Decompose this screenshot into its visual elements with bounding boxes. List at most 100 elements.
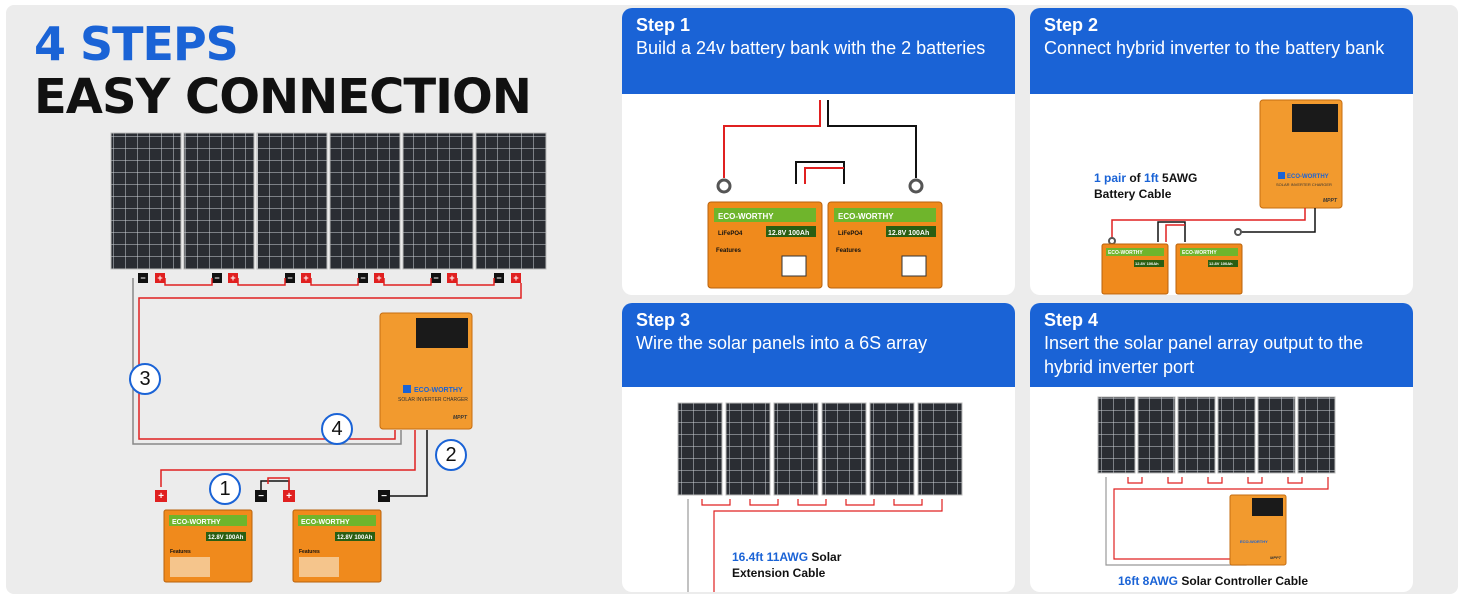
step-4-header: Step 4 Insert the solar panel array outp… [1030,303,1413,387]
svg-text:ECO-WORTHY: ECO-WORTHY [1287,174,1329,180]
solar-panel [110,132,182,270]
svg-text:MPPT: MPPT [1270,555,1282,560]
svg-text:+: + [449,273,454,283]
step-1-description: Build a 24v battery bank with the 2 batt… [636,38,986,58]
svg-text:12.8V 100Ah: 12.8V 100Ah [208,535,244,541]
svg-text:Features: Features [299,549,320,555]
step-3-header: Step 3 Wire the solar panels into a 6S a… [622,303,1015,387]
battery-terminals: + − + − [155,490,390,502]
svg-text:−: − [360,273,365,283]
solar-panel [1297,396,1336,474]
step-4-description: Insert the solar panel array output to t… [1044,333,1364,377]
svg-text:+: + [230,273,235,283]
svg-text:ECO-WORTHY: ECO-WORTHY [1240,539,1268,544]
series-jumpers [164,278,495,286]
step-2-card: Step 2 Connect hybrid inverter to the ba… [1030,8,1413,295]
step-2-cable-callout: 1 pair of 1ft 5AWG Battery Cable [1094,171,1198,201]
battery: ECO-WORTHY LiFePO4 12.8V 100Ah Features [827,201,943,289]
step-3-description: Wire the solar panels into a 6S array [636,333,928,353]
svg-text:−: − [140,273,145,283]
svg-text:SOLAR INVERTER CHARGER: SOLAR INVERTER CHARGER [1276,182,1332,187]
inverter-brand: ECO-WORTHY [414,387,463,394]
battery: ECO-WORTHY LiFePO4 12.8V 100Ah Features [707,201,823,289]
step-2-description: Connect hybrid inverter to the battery b… [1044,38,1385,58]
step-3-illustration: 16.4ft 11AWG Solar Extension Cable [622,387,1015,592]
svg-text:−: − [214,273,219,283]
hybrid-inverter: ECO-WORTHY SOLAR INVERTER CHARGER MPPT [1259,99,1343,209]
svg-text:ECO-WORTHY: ECO-WORTHY [718,212,774,221]
solar-panel-array [1097,396,1336,474]
svg-text:12.8V 100Ah: 12.8V 100Ah [337,535,373,541]
panel-terminals: − + − + − + − + − + − + [138,273,521,283]
step-1-label: Step 1 [636,15,691,35]
hybrid-inverter: ECO-WORTHY SOLAR INVERTER CHARGER MPPT [379,312,473,430]
svg-text:+: + [513,273,518,283]
step-number-3: 3 [129,363,161,395]
inverter-mppt: MPPT [453,415,468,421]
svg-text:−: − [433,273,438,283]
svg-text:12.8V 100Ah: 12.8V 100Ah [1135,261,1159,266]
svg-text:−: − [258,491,264,502]
step-1-illustration: ECO-WORTHY LiFePO4 12.8V 100Ah Features … [622,94,1015,295]
svg-text:+: + [157,273,162,283]
solar-panel [256,132,328,270]
step-2-header: Step 2 Connect hybrid inverter to the ba… [1030,8,1413,94]
solar-panel-array [677,402,963,496]
step-number-4: 4 [321,413,353,445]
battery-right: ECO-WORTHY 12.8V 100Ah Features [292,509,382,583]
svg-text:−: − [381,491,387,502]
step-2-illustration: ECO-WORTHY SOLAR INVERTER CHARGER MPPT E… [1030,94,1413,295]
svg-text:LiFePO4: LiFePO4 [838,231,863,237]
solar-panel [677,402,723,496]
battery: ECO-WORTHY 12.8V 100Ah [1175,243,1243,295]
svg-text:12.8V 100Ah: 12.8V 100Ah [888,230,929,237]
solar-panel [869,402,915,496]
svg-text:ECO-WORTHY: ECO-WORTHY [301,519,350,526]
step-number-2: 2 [435,439,467,471]
svg-text:−: − [496,273,501,283]
inverter-subtitle: SOLAR INVERTER CHARGER [398,397,468,403]
solar-panel-array [110,132,547,270]
svg-text:Features: Features [170,549,191,555]
svg-text:MPPT: MPPT [1323,198,1338,204]
solar-panel [183,132,255,270]
hybrid-inverter: ECO-WORTHY MPPT [1229,494,1287,566]
solar-panel [917,402,963,496]
solar-panel [402,132,474,270]
solar-panel [475,132,547,270]
step-1-header: Step 1 Build a 24v battery bank with the… [622,8,1015,94]
infographic: − + − + − + − + − + − + E [6,5,1458,594]
svg-text:Features: Features [716,248,742,254]
svg-text:12.8V 100Ah: 12.8V 100Ah [768,230,809,237]
solar-panel [1217,396,1256,474]
solar-panel [1257,396,1296,474]
battery-left: ECO-WORTHY 12.8V 100Ah Features [163,509,253,583]
solar-panel [725,402,771,496]
svg-text:ECO-WORTHY: ECO-WORTHY [1182,250,1217,256]
step-4-illustration: ECO-WORTHY MPPT 16ft 8AWG Solar Controll… [1030,387,1413,592]
step-4-card: Step 4 Insert the solar panel array outp… [1030,303,1413,592]
svg-text:−: − [287,273,292,283]
svg-text:+: + [303,273,308,283]
main-wiring-diagram: − + − + − + − + − + − + E [110,132,547,583]
svg-text:+: + [286,491,292,502]
svg-text:12.8V 100Ah: 12.8V 100Ah [1209,261,1233,266]
battery: ECO-WORTHY 12.8V 100Ah [1101,243,1169,295]
svg-text:+: + [376,273,381,283]
svg-text:ECO-WORTHY: ECO-WORTHY [838,212,894,221]
step-1-card: Step 1 Build a 24v battery bank with the… [622,8,1015,295]
step-3-card: Step 3 Wire the solar panels into a 6S a… [622,303,1015,592]
solar-panel [821,402,867,496]
svg-text:ECO-WORTHY: ECO-WORTHY [172,519,221,526]
svg-text:LiFePO4: LiFePO4 [718,231,743,237]
step-4-label: Step 4 [1044,310,1099,330]
headline-easy-connection: EASY CONNECTION [34,69,532,125]
solar-panel [773,402,819,496]
solar-panel [329,132,401,270]
step-4-cable-callout: 16ft 8AWG Solar Controller Cable [1118,574,1309,588]
step-3-cable-callout: 16.4ft 11AWG Solar Extension Cable [732,550,842,580]
solar-panel [1097,396,1136,474]
step-number-1: 1 [209,473,241,505]
step-2-label: Step 2 [1044,15,1099,35]
svg-text:+: + [158,491,164,502]
